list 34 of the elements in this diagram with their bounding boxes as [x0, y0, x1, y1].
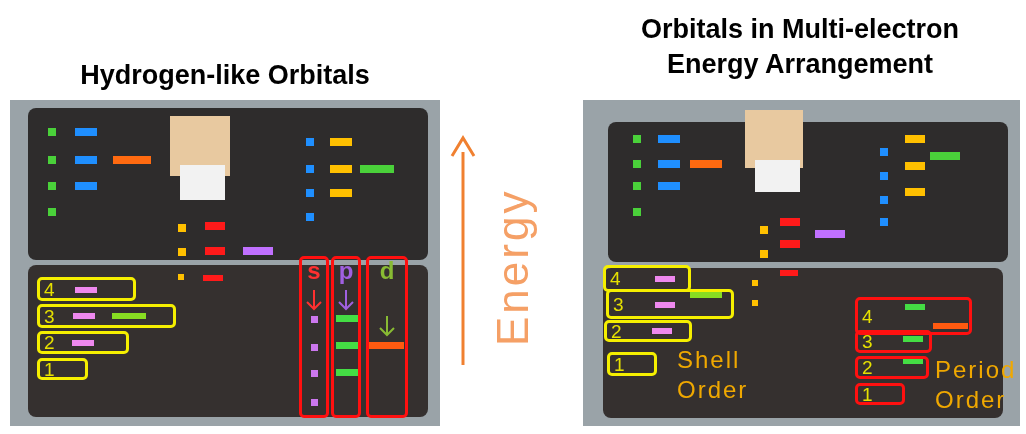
shell-number: 2: [44, 333, 55, 352]
heading: Orbitals in Multi-electron Energy Arrangement: [640, 13, 960, 81]
shell-number: 1: [614, 354, 625, 374]
annotation-box: [855, 330, 932, 353]
annotation-box: [37, 277, 136, 301]
annotation-box: [855, 297, 972, 335]
shell-number: 3: [613, 294, 624, 314]
annotation-box: [855, 356, 929, 379]
shell-number: 2: [862, 358, 873, 377]
annotation-box: [331, 256, 361, 418]
shell-number: 4: [44, 279, 55, 299]
annotation-box: [606, 289, 734, 319]
shell-number: 3: [862, 332, 873, 351]
annotation-box: [37, 304, 176, 328]
annotation-box: [37, 358, 88, 380]
shell-number: 4: [862, 306, 873, 326]
annotation-box: [607, 352, 657, 376]
annotation-box: [604, 320, 692, 342]
annotation-box: [37, 331, 129, 354]
heading: Hydrogen-like Orbitals: [79, 59, 371, 92]
annotation-box: [366, 256, 408, 418]
orbital-letter: p: [338, 259, 354, 283]
shell-number: 4: [610, 269, 621, 288]
axis-label: Energy: [488, 187, 538, 348]
annotation-label: Shell Order: [677, 345, 747, 405]
annotation-box: [855, 383, 905, 405]
shell-number: 1: [44, 359, 55, 379]
orbital-letter: s: [307, 259, 321, 283]
shell-number: 2: [611, 321, 622, 341]
annotation-box: [603, 265, 691, 292]
orbital-letter: d: [379, 259, 395, 283]
shell-number: 3: [44, 306, 55, 326]
shell-number: 1: [862, 384, 873, 404]
annotation-box: [299, 256, 329, 418]
